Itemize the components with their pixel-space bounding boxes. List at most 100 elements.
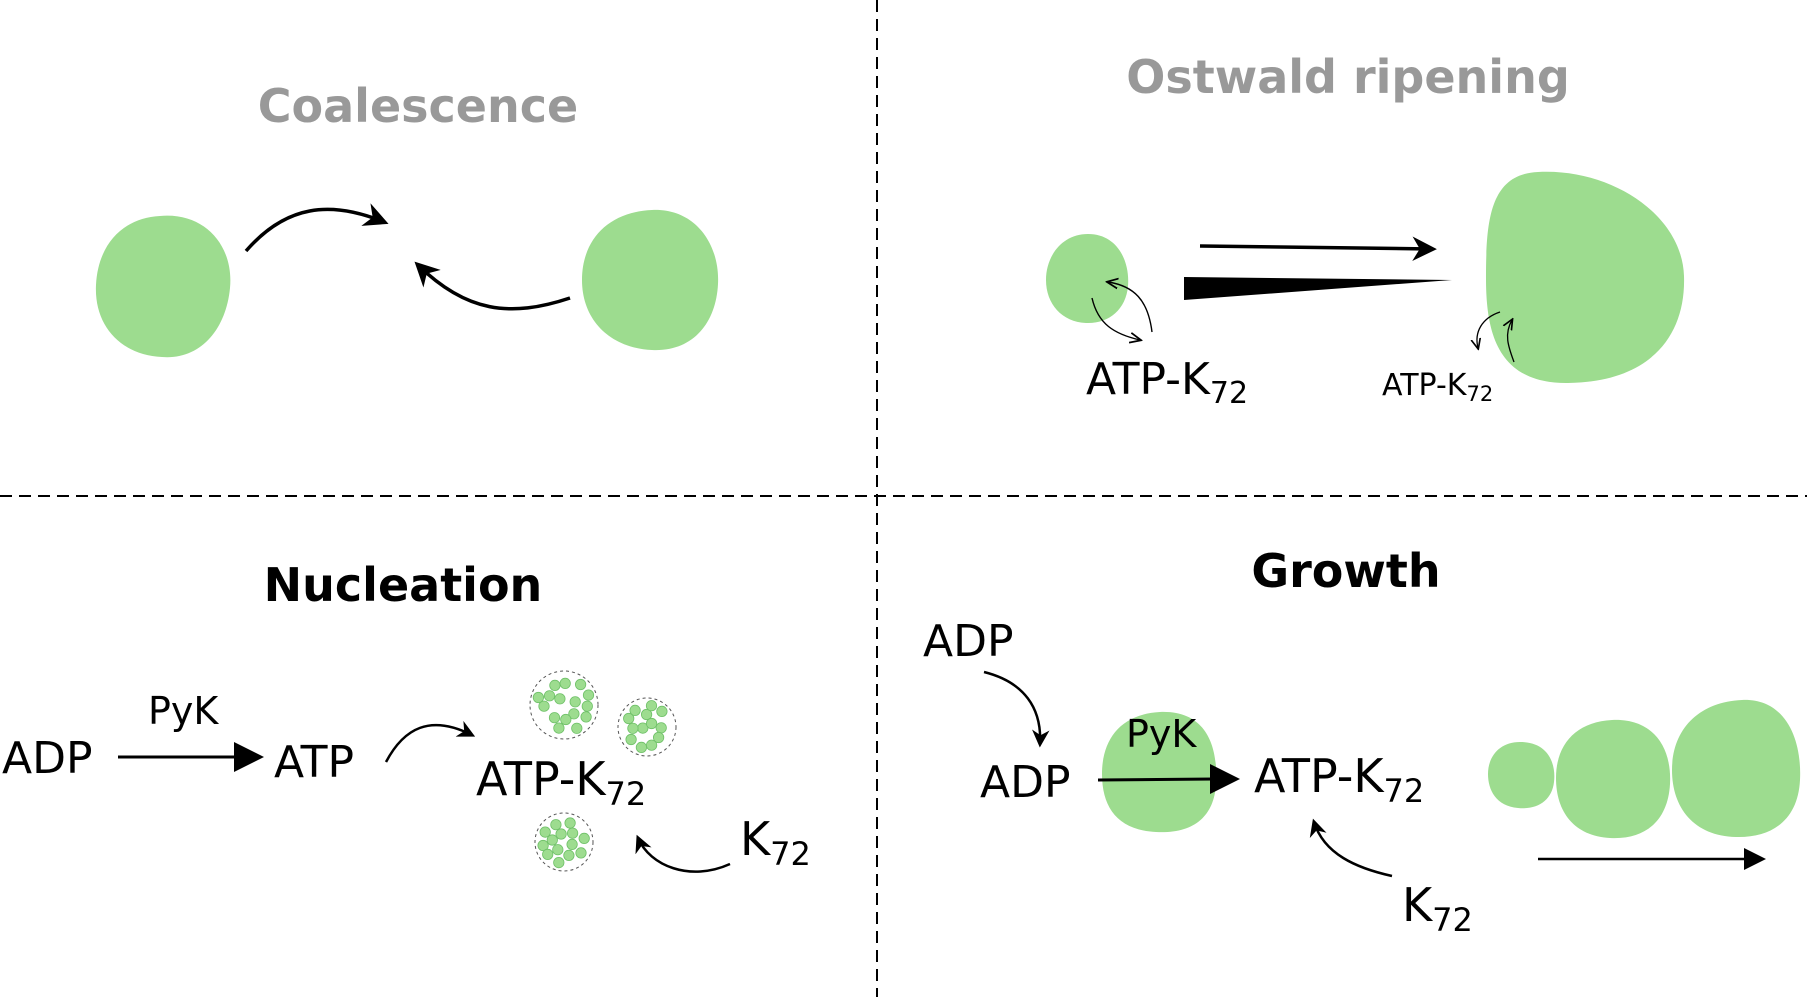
micro-droplet bbox=[645, 717, 658, 730]
adp-import-arrow bbox=[983, 670, 1050, 748]
micro-droplet bbox=[552, 844, 564, 856]
coalescence-title: Coalescence bbox=[258, 79, 578, 133]
atp-k72-label-small-droplet: ATP-K72 bbox=[1086, 354, 1248, 411]
atp-k72-subscript: 72 bbox=[1384, 772, 1425, 810]
coalescence-panel: Coalescence bbox=[95, 79, 719, 358]
k72-subscript: 72 bbox=[770, 835, 811, 873]
nucleus-boundary bbox=[529, 670, 599, 740]
micro-droplet bbox=[640, 708, 653, 721]
micro-droplet bbox=[652, 731, 665, 744]
ripening-wedge bbox=[1184, 277, 1452, 300]
nucleation-adp-label: ADP bbox=[2, 733, 93, 784]
micro-droplet bbox=[623, 712, 635, 725]
micro-droplet bbox=[548, 712, 561, 724]
pyk-reaction-arrowhead bbox=[234, 742, 264, 772]
growth-complex-label: ATP-K72 bbox=[1254, 749, 1424, 810]
coalescence-arrow-left bbox=[414, 261, 571, 311]
micro-droplet bbox=[568, 708, 580, 720]
coalescence-arrow-right bbox=[244, 203, 389, 253]
nucleation-title: Nucleation bbox=[264, 558, 543, 612]
droplet-right bbox=[582, 209, 719, 351]
micro-droplet bbox=[578, 832, 590, 845]
micro-droplet bbox=[575, 847, 587, 859]
nucleation-pyk-label: PyK bbox=[148, 689, 219, 733]
growth-direction-arrowhead bbox=[1744, 848, 1766, 870]
exchange-arrow-large-out bbox=[1477, 311, 1501, 348]
micro-droplet bbox=[543, 690, 556, 702]
atp-k72-base: ATP-K bbox=[1086, 354, 1211, 405]
growth-title: Growth bbox=[1251, 544, 1440, 598]
micro-droplet bbox=[559, 677, 571, 690]
growth-adp-outside-label: ADP bbox=[923, 616, 1014, 667]
nucleus-cluster-1 bbox=[529, 670, 599, 740]
atp-k72-subscript: 72 bbox=[1466, 382, 1493, 406]
growth-panel: Growth ADP PyK ADP ATP-K72 K72 bbox=[923, 544, 1801, 939]
micro-droplet bbox=[555, 828, 567, 840]
growth-droplet bbox=[1102, 711, 1217, 833]
nucleation-k72-label: K72 bbox=[740, 812, 811, 873]
growing-droplet-large bbox=[1672, 699, 1801, 838]
micro-droplet bbox=[546, 834, 558, 846]
atp-k72-base: ATP-K bbox=[1254, 749, 1385, 803]
exchange-arrow-small-in bbox=[1108, 282, 1153, 333]
small-droplet bbox=[1046, 234, 1129, 324]
micro-droplet bbox=[566, 838, 578, 851]
micro-droplet bbox=[563, 849, 575, 862]
exchange-arrow-small-out bbox=[1091, 297, 1140, 340]
ripening-arrow bbox=[1199, 236, 1437, 261]
k72-base: K bbox=[1402, 878, 1434, 932]
atp-to-complex-arrow bbox=[384, 720, 476, 763]
micro-droplet bbox=[539, 826, 551, 838]
micro-droplet bbox=[564, 817, 576, 829]
atp-k72-subscript: 72 bbox=[1210, 376, 1248, 411]
micro-droplet bbox=[645, 739, 658, 751]
nucleation-panel: Nucleation ADP PyK ATP ATP-K72 K72 bbox=[2, 558, 811, 873]
growth-pyk-arrowhead bbox=[1210, 764, 1240, 794]
micro-droplet bbox=[582, 689, 595, 701]
nucleus-boundary bbox=[534, 812, 594, 872]
droplet-left bbox=[95, 215, 231, 358]
nucleus-boundary bbox=[617, 697, 677, 757]
micro-droplet bbox=[627, 722, 639, 734]
growing-droplet-small bbox=[1488, 742, 1555, 809]
ostwald-title: Ostwald ripening bbox=[1126, 50, 1570, 104]
micro-droplet bbox=[580, 711, 592, 723]
micro-droplet bbox=[554, 693, 566, 705]
growth-adp-inside-label: ADP bbox=[980, 757, 1071, 808]
growth-pyk-arrow bbox=[1097, 777, 1215, 782]
micro-droplet bbox=[550, 819, 562, 831]
micro-droplet bbox=[537, 839, 549, 852]
micro-droplet bbox=[566, 827, 579, 839]
micro-droplet bbox=[581, 700, 593, 712]
micro-droplet bbox=[532, 691, 545, 704]
micro-droplet bbox=[645, 700, 658, 712]
micro-droplet bbox=[549, 679, 561, 692]
exchange-arrow-large-in bbox=[1508, 320, 1515, 363]
large-droplet bbox=[1486, 171, 1685, 384]
micro-droplet bbox=[571, 722, 583, 734]
nucleation-complex-label: ATP-K72 bbox=[476, 752, 646, 813]
micro-droplet bbox=[655, 722, 667, 734]
micro-droplet bbox=[538, 700, 550, 712]
nucleation-atp-label: ATP bbox=[274, 737, 354, 788]
micro-droplet bbox=[553, 856, 565, 869]
micro-droplet bbox=[569, 696, 581, 708]
k72-base: K bbox=[740, 812, 772, 866]
atp-k72-subscript: 72 bbox=[606, 775, 647, 813]
k72-to-growth-arrow bbox=[1309, 818, 1393, 878]
atp-k72-base: ATP-K bbox=[476, 752, 607, 806]
micro-droplet bbox=[560, 713, 572, 726]
k72-to-complex-arrow bbox=[635, 834, 731, 873]
growth-pyk-label: PyK bbox=[1126, 712, 1197, 756]
growth-k72-label: K72 bbox=[1402, 878, 1473, 939]
atp-k72-label-large-droplet: ATP-K72 bbox=[1382, 368, 1493, 406]
micro-droplet bbox=[542, 848, 554, 861]
ostwald-panel: Ostwald ripening ATP-K72 ATP-K72 bbox=[1046, 50, 1685, 411]
micro-droplet bbox=[574, 678, 587, 691]
micro-droplet bbox=[629, 704, 641, 717]
k72-subscript: 72 bbox=[1432, 901, 1473, 939]
nucleus-cluster-2 bbox=[617, 697, 677, 757]
nucleus-cluster-3 bbox=[534, 812, 594, 872]
atp-k72-base: ATP-K bbox=[1382, 368, 1468, 403]
